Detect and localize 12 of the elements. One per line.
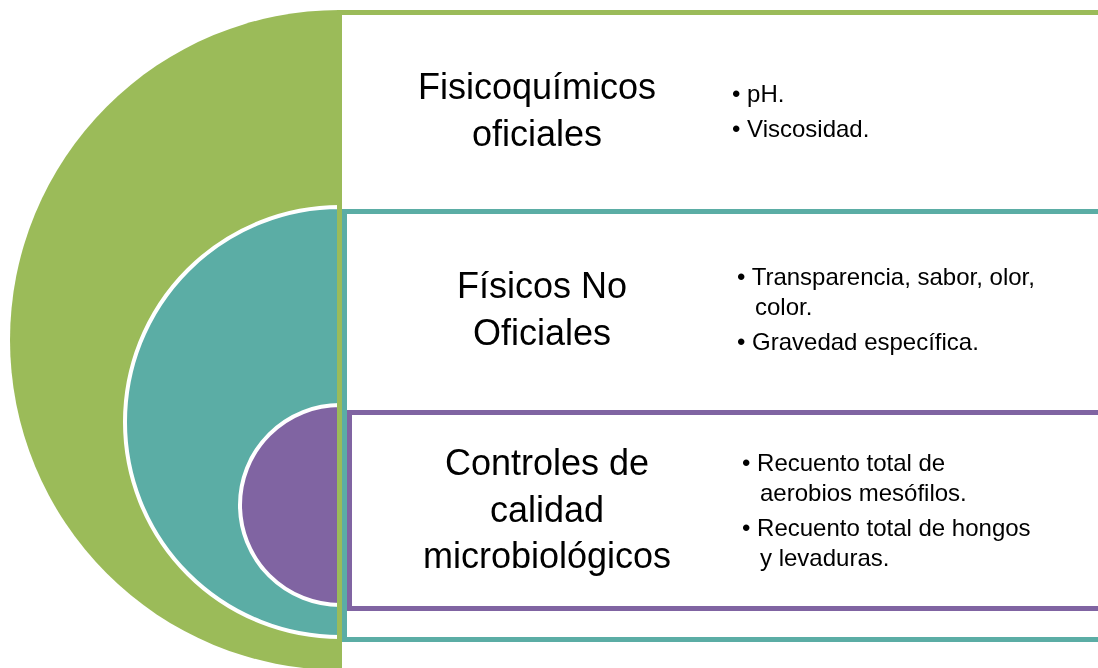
bullet-item: • Viscosidad. <box>732 113 871 144</box>
category-heading: Fisicoquímicos oficiales <box>416 65 658 156</box>
bullet-item: • Gravedad específica. <box>737 327 980 357</box>
category-heading: Físicos No Oficiales <box>455 263 628 355</box>
bracket-frame <box>347 410 1098 611</box>
bullet-item: • Transparencia, sabor, olor, color. <box>737 262 1036 322</box>
category-heading: Controles de calidad microbiológicos <box>421 440 673 579</box>
bullet-item: • Recuento total de aerobios mesófilos. <box>742 447 968 508</box>
bullet-item: • Recuento total de hongos y levaduras. <box>742 512 1032 573</box>
bracket-frame <box>342 209 1098 642</box>
bullet-item: • pH. <box>732 78 786 109</box>
bracket-frame <box>337 10 1098 668</box>
